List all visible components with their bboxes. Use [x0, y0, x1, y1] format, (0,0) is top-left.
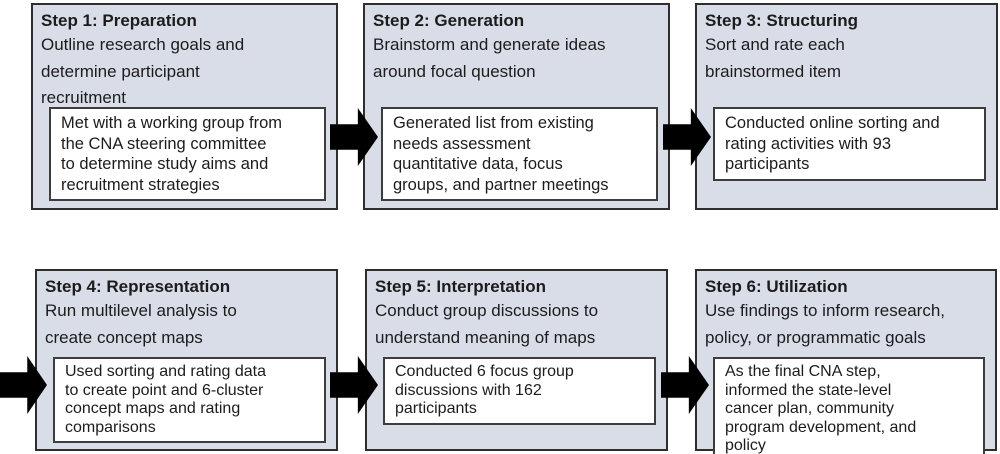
- step-detail-box: Conducted online sorting and rating acti…: [713, 107, 986, 181]
- step-title: Step 5: Interpretation: [375, 277, 546, 296]
- step-detail-box: Met with a working group from the CNA st…: [49, 107, 326, 201]
- step-title: Step 1: Preparation: [41, 11, 197, 30]
- step-title: Step 6: Utilization: [705, 277, 848, 296]
- step-detail-text: Conducted 6 focus group discussions with…: [395, 363, 574, 417]
- step-description: Sort and rate each brainstormed item: [705, 35, 845, 81]
- step-detail-box: Generated list from existing needs asses…: [381, 107, 658, 201]
- step-detail-text: Generated list from existing needs asses…: [393, 114, 609, 194]
- step-title: Step 4: Representation: [45, 277, 231, 296]
- step-box-4: Step 4: Representation Run multilevel an…: [35, 269, 338, 451]
- step-box-2: Step 2: Generation Brainstorm and genera…: [363, 3, 670, 210]
- step-description: Use findings to inform research, policy,…: [705, 301, 945, 347]
- step-title: Step 2: Generation: [373, 11, 525, 30]
- step-detail-text: Used sorting and rating data to create p…: [65, 363, 267, 436]
- step-box-6: Step 6: Utilization Use findings to info…: [695, 269, 997, 454]
- step-description: Conduct group discussions to understand …: [375, 301, 599, 347]
- step-title: Step 3: Structuring: [705, 11, 859, 30]
- step-box-1: Step 1: Preparation Outline research goa…: [31, 3, 338, 210]
- step-detail-text: Conducted online sorting and rating acti…: [725, 114, 940, 173]
- step-detail-box: Conducted 6 focus group discussions with…: [383, 357, 656, 425]
- step-description: Run multilevel analysis to create concep…: [45, 301, 237, 347]
- step-box-3: Step 3: Structuring Sort and rate each b…: [695, 3, 998, 210]
- step-description: Brainstorm and generate ideas around foc…: [373, 35, 606, 81]
- step-description: Outline research goals and determine par…: [41, 35, 245, 107]
- step-detail-box: As the final CNA step, informed the stat…: [713, 357, 985, 454]
- step-detail-text: Met with a working group from the CNA st…: [61, 114, 283, 194]
- step-detail-text: As the final CNA step, informed the stat…: [725, 363, 917, 454]
- step-detail-box: Used sorting and rating data to create p…: [53, 357, 326, 443]
- step-box-5: Step 5: Interpretation Conduct group dis…: [365, 269, 668, 451]
